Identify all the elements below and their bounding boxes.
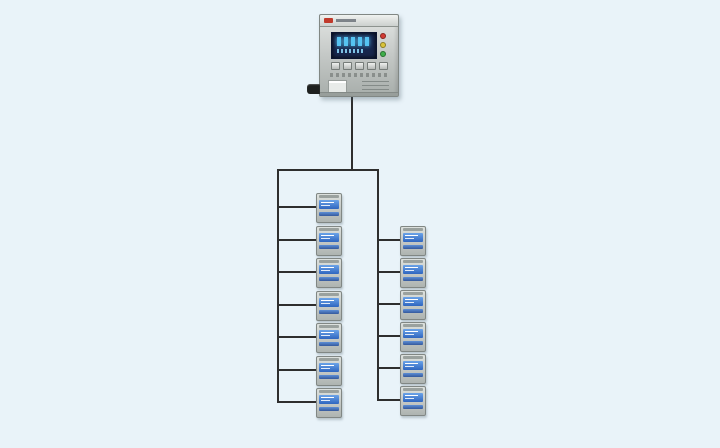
detector-cap — [319, 325, 339, 328]
gas-detector — [316, 323, 342, 353]
branch-wire — [377, 399, 400, 401]
gas-detector — [400, 322, 426, 352]
panel-key — [355, 62, 364, 70]
display-status-row — [337, 49, 363, 53]
alarm-led — [380, 33, 386, 39]
gas-detector — [400, 354, 426, 384]
panel-key — [331, 62, 340, 70]
detector-label — [319, 298, 339, 307]
gas-alarm-controller — [307, 14, 399, 97]
controller-drop-wire — [351, 94, 353, 171]
controller-top-panel — [320, 15, 398, 27]
gas-detector — [400, 290, 426, 320]
detector-label — [403, 233, 423, 242]
detector-label — [403, 361, 423, 370]
detector-display-strip — [403, 373, 423, 377]
branch-wire — [377, 303, 400, 305]
bus-wire — [377, 169, 379, 401]
detector-cap — [403, 356, 423, 359]
branch-wire — [277, 206, 316, 208]
detector-cap — [319, 228, 339, 231]
cabinet-bottom-edge — [320, 92, 398, 96]
buzzer — [307, 84, 320, 94]
detector-display-strip — [403, 341, 423, 345]
detector-label — [319, 265, 339, 274]
power-led — [380, 51, 386, 57]
detector-display-strip — [319, 212, 339, 216]
detector-cap — [403, 260, 423, 263]
branch-wire — [277, 239, 316, 241]
gas-detector — [400, 226, 426, 256]
detector-label — [319, 200, 339, 209]
detector-label — [319, 233, 339, 242]
detector-display-strip — [403, 309, 423, 313]
detector-cap — [403, 388, 423, 391]
detector-label — [319, 330, 339, 339]
detector-display-strip — [403, 277, 423, 281]
branch-wire — [277, 369, 316, 371]
branch-wire — [377, 367, 400, 369]
detector-cap — [403, 292, 423, 295]
branch-wire — [277, 271, 316, 273]
bus-wire — [277, 169, 279, 403]
detector-label — [403, 265, 423, 274]
gas-detector — [316, 291, 342, 321]
detector-cap — [319, 358, 339, 361]
gas-detector — [400, 386, 426, 416]
detector-label — [319, 363, 339, 372]
top-junction-wire — [277, 169, 379, 171]
gas-detector — [400, 258, 426, 288]
detector-display-strip — [403, 405, 423, 409]
gas-detector — [316, 226, 342, 256]
gas-detector — [316, 258, 342, 288]
branch-wire — [277, 401, 316, 403]
detector-display-strip — [319, 245, 339, 249]
speaker-grille-icon — [362, 81, 389, 91]
branch-wire — [277, 336, 316, 338]
branch-wire — [277, 304, 316, 306]
detector-cap — [319, 260, 339, 263]
branch-wire — [377, 335, 400, 337]
fault-led — [380, 42, 386, 48]
detector-label — [403, 393, 423, 402]
detector-label — [403, 297, 423, 306]
brand-logo-icon — [324, 18, 333, 23]
gas-detector — [316, 193, 342, 223]
detector-cap — [319, 293, 339, 296]
branch-wire — [377, 239, 400, 241]
gas-detector — [316, 356, 342, 386]
status-led-column — [380, 33, 386, 57]
panel-key — [343, 62, 352, 70]
branch-wire — [377, 271, 400, 273]
detector-label — [403, 329, 423, 338]
brand-text — [336, 19, 356, 22]
panel-key — [367, 62, 376, 70]
led-display — [331, 32, 377, 59]
detector-cap — [403, 228, 423, 231]
detector-cap — [403, 324, 423, 327]
display-digits-row — [337, 37, 369, 46]
detector-display-strip — [319, 277, 339, 281]
detector-label — [319, 395, 339, 404]
detector-display-strip — [319, 375, 339, 379]
detector-cap — [319, 195, 339, 198]
detector-display-strip — [319, 407, 339, 411]
detector-cap — [319, 390, 339, 393]
detector-display-strip — [319, 342, 339, 346]
panel-key — [379, 62, 388, 70]
detector-display-strip — [319, 310, 339, 314]
gas-detector — [316, 388, 342, 418]
keypad — [331, 62, 388, 70]
panel-caption — [330, 73, 388, 77]
detector-display-strip — [403, 245, 423, 249]
